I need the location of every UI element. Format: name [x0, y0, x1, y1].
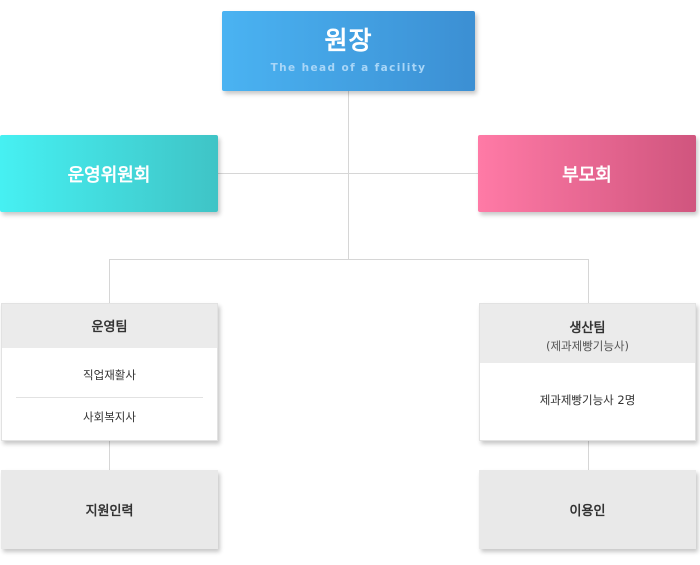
prod-team-header: 생산팀 (제과제빵기능사): [480, 304, 695, 363]
prod-team-member: 제과제빵기능사 2명: [539, 393, 636, 407]
parents-label: 부모회: [562, 164, 612, 186]
ops-team-member: 사회복지사: [83, 410, 136, 424]
head-node: 원장 The head of a facility: [222, 11, 475, 91]
prod-team-subtitle: (제과제빵기능사): [545, 339, 630, 353]
committee-label: 운영위원회: [67, 164, 151, 186]
connector-committees-horizontal: [218, 173, 478, 174]
users-label: 이용인: [569, 504, 606, 519]
head-subtitle: The head of a facility: [270, 62, 427, 74]
prod-team-title: 생산팀: [569, 321, 606, 336]
committee-node: 운영위원회: [0, 135, 218, 212]
users-node: 이용인: [479, 470, 696, 549]
connector-ops-support: [109, 441, 110, 470]
support-staff-label: 지원인력: [85, 504, 134, 519]
ops-team-header: 운영팀: [2, 304, 217, 348]
ops-team-card: 운영팀 직업재활사 사회복지사: [1, 303, 218, 441]
prod-team-card: 생산팀 (제과제빵기능사) 제과제빵기능사 2명: [479, 303, 696, 441]
connector-head-vertical: [348, 91, 349, 259]
connector-prod-vertical: [588, 259, 589, 303]
connector-ops-vertical: [109, 259, 110, 303]
connector-prod-users: [588, 441, 589, 470]
connector-teams-horizontal: [109, 259, 589, 260]
parents-node: 부모회: [478, 135, 696, 212]
ops-team-member: 직업재활사: [16, 348, 203, 398]
head-title: 원장: [324, 26, 373, 55]
support-staff-node: 지원인력: [1, 470, 218, 549]
ops-team-title: 운영팀: [91, 320, 128, 335]
